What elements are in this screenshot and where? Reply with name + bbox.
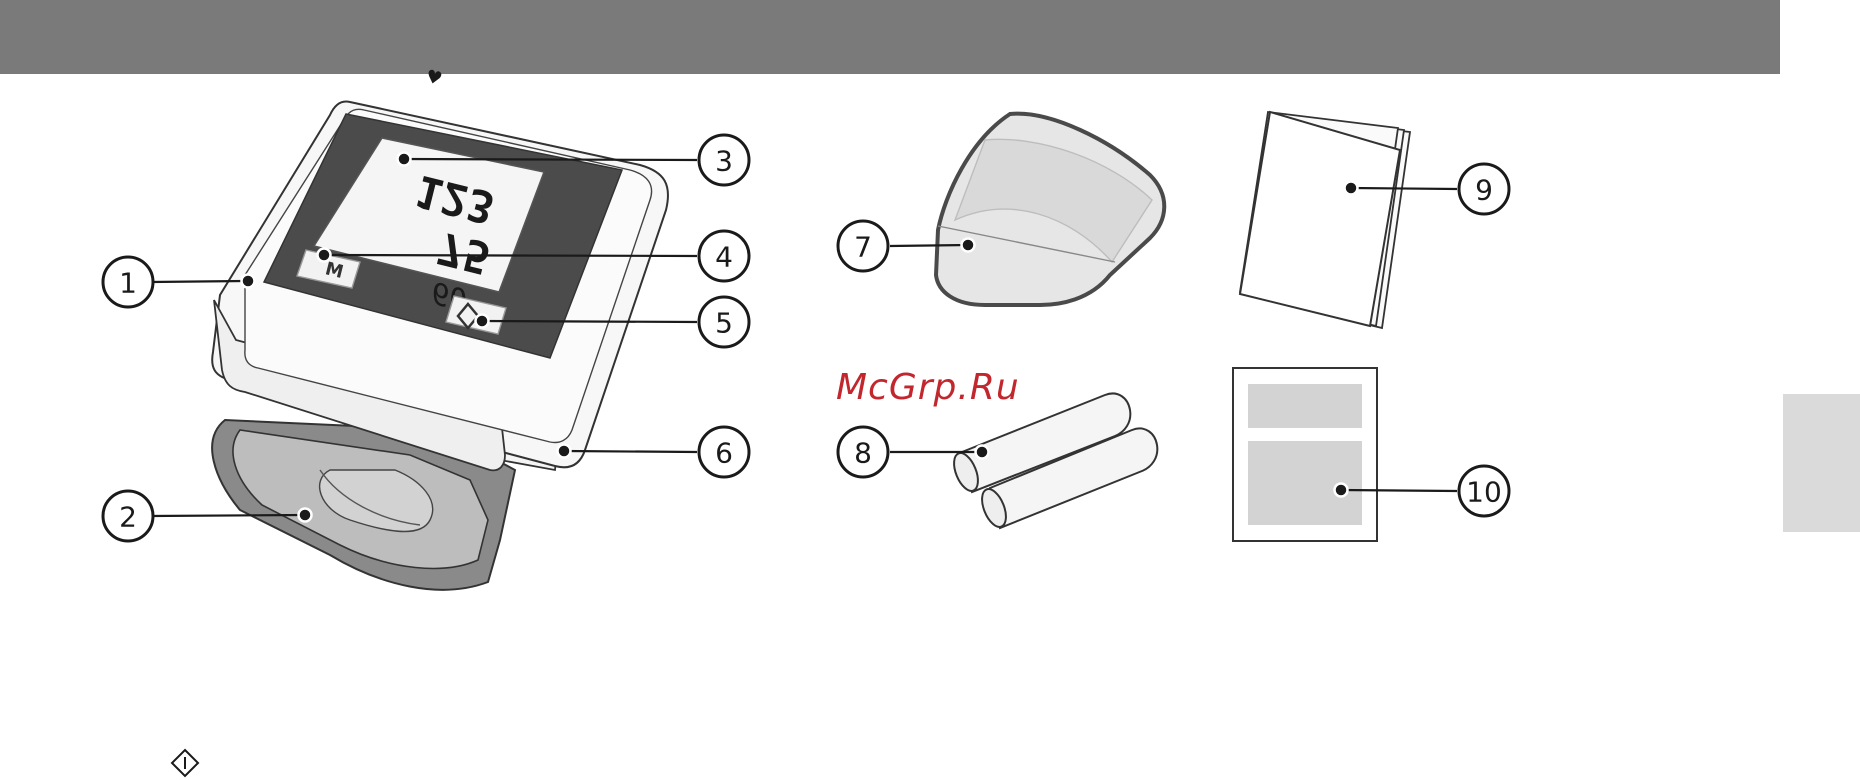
callout-7: 7: [838, 221, 888, 271]
blood-pressure-monitor: 123 75 60 ♥ M: [212, 66, 668, 590]
heart-icon: ♥: [424, 66, 445, 90]
callout-9: 9: [1459, 164, 1509, 214]
svg-text:2: 2: [119, 501, 137, 534]
callout-2: 2: [103, 491, 153, 541]
storage-box: [936, 114, 1164, 305]
svg-text:9: 9: [1475, 174, 1493, 207]
callout-6: 6: [699, 427, 749, 477]
guarantee-card: [1233, 368, 1377, 541]
callout-8: 8: [838, 427, 888, 477]
svg-text:5: 5: [715, 307, 733, 340]
svg-text:8: 8: [854, 437, 872, 470]
batteries: [949, 393, 1157, 530]
callout-1: 1: [103, 257, 153, 307]
svg-text:6: 6: [715, 437, 733, 470]
svg-text:4: 4: [715, 241, 733, 274]
svg-text:10: 10: [1466, 476, 1502, 509]
svg-text:7: 7: [854, 231, 872, 264]
callout-10: 10: [1459, 466, 1509, 516]
svg-text:3: 3: [715, 145, 733, 178]
svg-text:1: 1: [119, 267, 137, 300]
instruction-manual: [1240, 112, 1410, 328]
callout-3: 3: [699, 135, 749, 185]
diamond-start-stop-icon: [170, 748, 200, 778]
callout-4: 4: [699, 231, 749, 281]
callout-5: 5: [699, 297, 749, 347]
watermark: McGrp.Ru: [836, 367, 1020, 408]
